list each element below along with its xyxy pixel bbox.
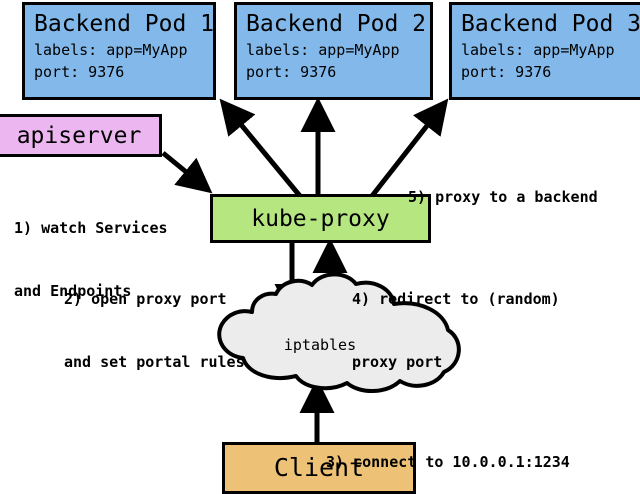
backend-pod-1-labels: labels: app=MyApp [34,41,188,59]
backend-pod-2-box[interactable]: Backend Pod 2 labels: app=MyApp port: 93… [234,2,433,100]
iptables-label: iptables [283,336,357,354]
step-4-line-1: 4) redirect to (random) [352,290,560,308]
apiserver-box[interactable]: apiserver [0,114,162,157]
step-3-line-1: 3) connect to 10.0.0.1:1234 [326,453,570,471]
backend-pod-3-title: Backend Pod 3 [461,11,640,37]
client-label: Client [273,453,365,482]
backend-pod-2-labels: labels: app=MyApp [246,41,400,59]
backend-pod-1-port: port: 9376 [34,63,125,81]
apiserver-label: apiserver [16,122,142,149]
step-2-line-2: and set portal rules [64,353,245,371]
step-1-annotation: 1) watch Services and Endpoints [14,176,168,344]
step-4-line-2: proxy port [352,353,443,371]
backend-pod-2-port: port: 9376 [246,63,337,81]
backend-pod-1-title: Backend Pod 1 [34,11,215,37]
kube-proxy-label: kube-proxy [251,205,390,232]
step-1-line-1: 1) watch Services [14,219,168,237]
kube-proxy-box[interactable]: kube-proxy [210,194,431,243]
arrow-kubeproxy-to-pod-1 [219,98,302,198]
step-2-line-1: 2) open proxy port [64,290,227,308]
step-1-line-2: and Endpoints [14,282,132,300]
step-5-annotation: 5) proxy to a backend [408,145,598,250]
step-3-annotation: 3) connect to 10.0.0.1:1234 [326,410,570,494]
backend-pod-2-title: Backend Pod 2 [246,11,427,37]
step-4-annotation: 4) redirect to (random) proxy port [352,247,560,415]
backend-pod-3-port: port: 9376 [461,63,552,81]
backend-pod-3-box[interactable]: Backend Pod 3 labels: app=MyApp port: 93… [449,2,640,100]
client-box[interactable]: Client [222,442,416,494]
step-5-line-1: 5) proxy to a backend [408,188,598,206]
arrow-apiserver-to-kubeproxy [161,151,213,194]
backend-pod-1-box[interactable]: Backend Pod 1 labels: app=MyApp port: 93… [22,2,216,100]
backend-pod-3-labels: labels: app=MyApp [461,41,615,59]
step-2-annotation: 2) open proxy port and set portal rules [64,247,245,415]
